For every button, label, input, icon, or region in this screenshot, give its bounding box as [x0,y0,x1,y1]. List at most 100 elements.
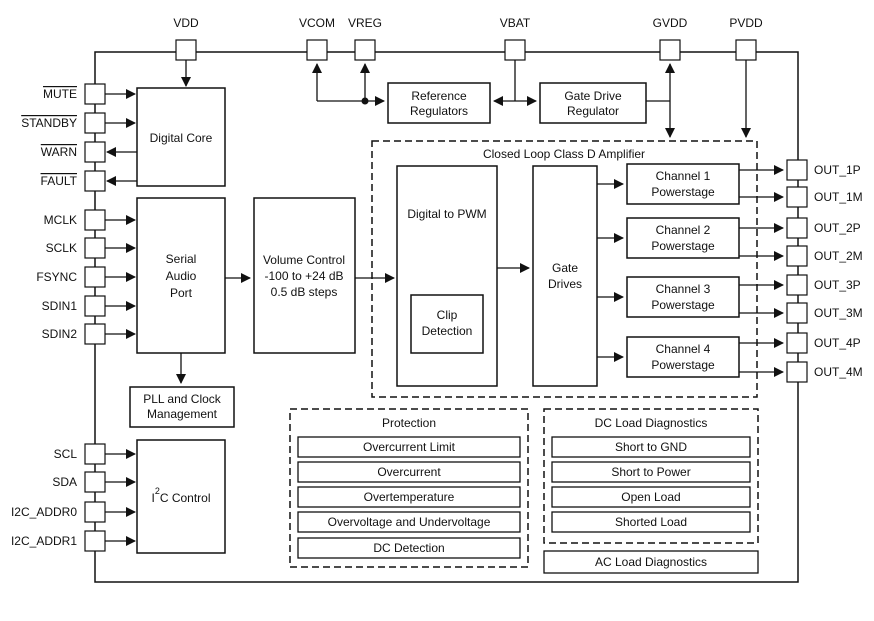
dc-load-diagnostics-group: DC Load Diagnostics Short to GND Short t… [543,408,759,544]
dc-load-diagnostics-item: Open Load [621,490,680,504]
pin-label-fsync: FSYNC [36,270,77,284]
pin-vbat: VBAT [500,16,531,61]
amplifier-group-title: Closed Loop Class D Amplifier [483,147,645,161]
left-pins [84,83,106,552]
pin-label-warn: WARN [41,145,77,159]
right-pins [786,159,808,383]
serial-audio-port-block: Serial Audio Port [136,197,226,354]
channel-to-pin-arrows [739,165,784,377]
gvdd-pvdd-wiring [646,60,751,138]
channel-3-block: Channel 3 Powerstage [626,276,740,318]
gate-drive-regulator-line1: Gate Drive [564,89,622,103]
volume-control-line3: 0.5 dB steps [271,285,338,299]
left-pin-arrows [105,89,137,546]
left-pin-labels: MUTE STANDBY WARN FAULT MCLK SCLK FSYNC … [11,87,78,548]
pin-label-out-3m: OUT_3M [814,306,863,320]
vcom-vreg-wiring [312,63,385,106]
protection-title: Protection [382,416,436,430]
i2c-control-pre: I [151,491,154,505]
channel-1-line2: Powerstage [651,185,715,199]
pin-label-fault: FAULT [41,174,78,188]
serial-audio-port-line3: Port [170,286,193,300]
digital-core-block: Digital Core [136,87,226,187]
protection-item: Overtemperature [364,490,455,504]
pin-pvdd: PVDD [729,16,763,61]
pin-label-sclk: SCLK [46,241,77,255]
pin-label-pvdd: PVDD [729,16,763,30]
ac-load-diagnostics-block: AC Load Diagnostics [543,550,759,574]
ac-load-diagnostics-label: AC Load Diagnostics [595,555,707,569]
channel-3-line1: Channel 3 [656,282,711,296]
i2c-control-sup: 2 [155,486,160,496]
pin-label-sdin1: SDIN1 [42,299,78,313]
gate-drives-line1: Gate [552,261,578,275]
internal-wiring [176,263,530,384]
channel-2-line2: Powerstage [651,239,715,253]
channel-1-block: Channel 1 Powerstage [626,163,740,205]
pin-label-out-2p: OUT_2P [814,221,861,235]
pll-line1: PLL and Clock [143,392,222,406]
i2c-control-label: I2C Control [151,486,210,505]
channel-4-line1: Channel 4 [656,342,711,356]
clip-detection-block: Clip Detection [410,294,484,354]
dc-load-diagnostics-item: Short to GND [615,440,687,454]
pin-label-vbat: VBAT [500,16,531,30]
serial-audio-port-line2: Audio [166,269,197,283]
channel-2-line1: Channel 2 [656,223,711,237]
protection-item: Overvoltage and Undervoltage [328,515,491,529]
gate-drives-block: Gate Drives [532,165,598,387]
junction-dot [361,97,369,105]
gate-drives-line2: Drives [548,277,582,291]
clip-detection-line2: Detection [422,324,473,338]
pin-label-i2c-addr0: I2C_ADDR0 [11,505,77,519]
pin-vreg: VREG [348,16,382,61]
volume-control-block: Volume Control -100 to +24 dB 0.5 dB ste… [253,197,356,354]
reference-regulators-block: Reference Regulators [387,82,491,124]
protection-item: DC Detection [373,541,444,555]
pin-label-out-3p: OUT_3P [814,278,861,292]
pin-label-scl: SCL [54,447,78,461]
dc-load-diagnostics-title: DC Load Diagnostics [595,416,708,430]
pll-line2: Management [147,407,218,421]
channel-2-block: Channel 2 Powerstage [626,217,740,259]
pin-label-mute: MUTE [43,87,77,101]
protection-item: Overcurrent Limit [363,440,456,454]
pll-clock-block: PLL and Clock Management [129,386,235,428]
reference-regulators-line2: Regulators [410,104,468,118]
channel-4-block: Channel 4 Powerstage [626,336,740,378]
channel-4-line2: Powerstage [651,358,715,372]
dc-load-diagnostics-item: Short to Power [611,465,690,479]
pin-label-i2c-addr1: I2C_ADDR1 [11,534,77,548]
volume-control-line1: Volume Control [263,253,345,267]
pin-label-mclk: MCLK [44,213,77,227]
pin-label-sdin2: SDIN2 [42,327,78,341]
volume-control-line2: -100 to +24 dB [264,269,343,283]
serial-audio-port-line1: Serial [166,252,197,266]
pin-label-out-1m: OUT_1M [814,190,863,204]
channel-1-line1: Channel 1 [656,169,711,183]
i2c-control-block: I2C Control [136,439,226,554]
gate-drive-regulator-block: Gate Drive Regulator [539,82,647,124]
pin-vcom: VCOM [299,16,335,61]
dc-load-diagnostics-item: Shorted Load [615,515,687,529]
pin-label-out-1p: OUT_1P [814,163,861,177]
pin-label-vdd: VDD [173,16,199,30]
clip-detection-line1: Clip [437,308,458,322]
i2c-control-post: C Control [160,491,211,505]
digital-to-pwm-label: Digital to PWM [407,207,486,221]
pin-label-sda: SDA [52,475,77,489]
protection-item: Overcurrent [377,465,441,479]
pin-label-out-4m: OUT_4M [814,365,863,379]
digital-core-label: Digital Core [150,131,213,145]
protection-group: Protection Overcurrent Limit Overcurrent… [289,408,529,568]
channel-3-line2: Powerstage [651,298,715,312]
vbat-wiring [493,60,537,106]
right-pin-labels: OUT_1P OUT_1M OUT_2P OUT_2M OUT_3P OUT_3… [814,163,863,379]
gate-to-channel-arrows [597,179,624,362]
pin-gvdd: GVDD [653,16,688,61]
pin-label-standby: STANDBY [21,116,77,130]
pin-label-out-2m: OUT_2M [814,249,863,263]
pin-label-vcom: VCOM [299,16,335,30]
